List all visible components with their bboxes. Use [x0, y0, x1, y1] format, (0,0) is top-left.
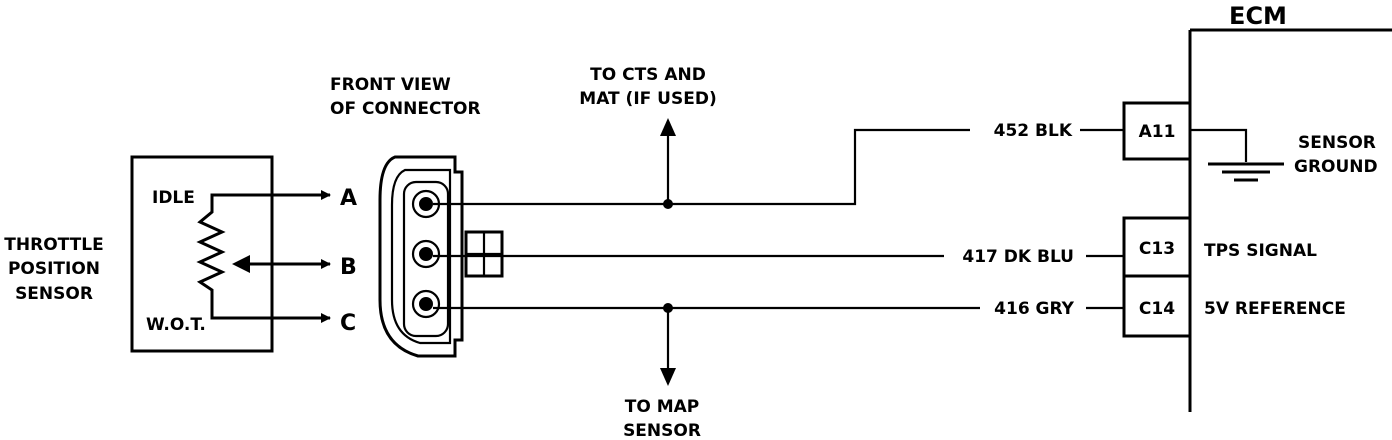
idle-label: IDLE: [152, 188, 195, 208]
connector-title-line-2: OF CONNECTOR: [330, 99, 481, 119]
sensor-name-line-3: SENSOR: [15, 284, 93, 304]
pin-a-label: A: [340, 186, 357, 211]
ground-wire: [1190, 128, 1248, 162]
terminal-label-c13: C13: [1139, 239, 1175, 259]
wire-label-452-blk: 452 BLK: [994, 121, 1073, 141]
terminal-box-c14: [1122, 274, 1192, 338]
branch-top-line-2: MAT (IF USED): [579, 89, 716, 109]
branch-bottom-line-1: TO MAP: [625, 397, 700, 417]
function-tps-signal: TPS SIGNAL: [1204, 241, 1317, 261]
pin-c-label: C: [340, 311, 356, 336]
ground-symbol: [1208, 162, 1284, 182]
pin-b-label: B: [340, 255, 357, 280]
wiper-arrowhead: [232, 255, 250, 273]
sensor-name-line-1: THROTTLE: [4, 235, 103, 255]
sensor-box: [130, 155, 274, 353]
branch-bottom-arrow: [660, 368, 676, 386]
connector-body: [378, 155, 504, 358]
function-sensor-ground-line-2: GROUND: [1294, 157, 1378, 177]
wire-label-416-gry: 416 GRY: [994, 299, 1075, 319]
connector-title-line-1: FRONT VIEW: [330, 75, 451, 95]
wot-label: W.O.T.: [146, 315, 206, 335]
ecm-title: ECM: [1229, 2, 1287, 30]
terminal-label-c14: C14: [1139, 299, 1175, 319]
potentiometer-resistor: [196, 193, 300, 320]
wire-452-blk: [433, 128, 970, 206]
sensor-name-line-2: POSITION: [8, 259, 100, 279]
branch-top-arrow: [660, 118, 676, 136]
function-5v-reference: 5V REFERENCE: [1204, 299, 1346, 319]
branch-bottom-line-2: SENSOR: [623, 421, 701, 440]
function-sensor-ground-line-1: SENSOR: [1298, 133, 1376, 153]
wire-label-417-dk-blu: 417 DK BLU: [962, 247, 1074, 267]
terminal-label-a11: A11: [1139, 122, 1176, 142]
branch-top-line-1: TO CTS AND: [590, 65, 706, 85]
